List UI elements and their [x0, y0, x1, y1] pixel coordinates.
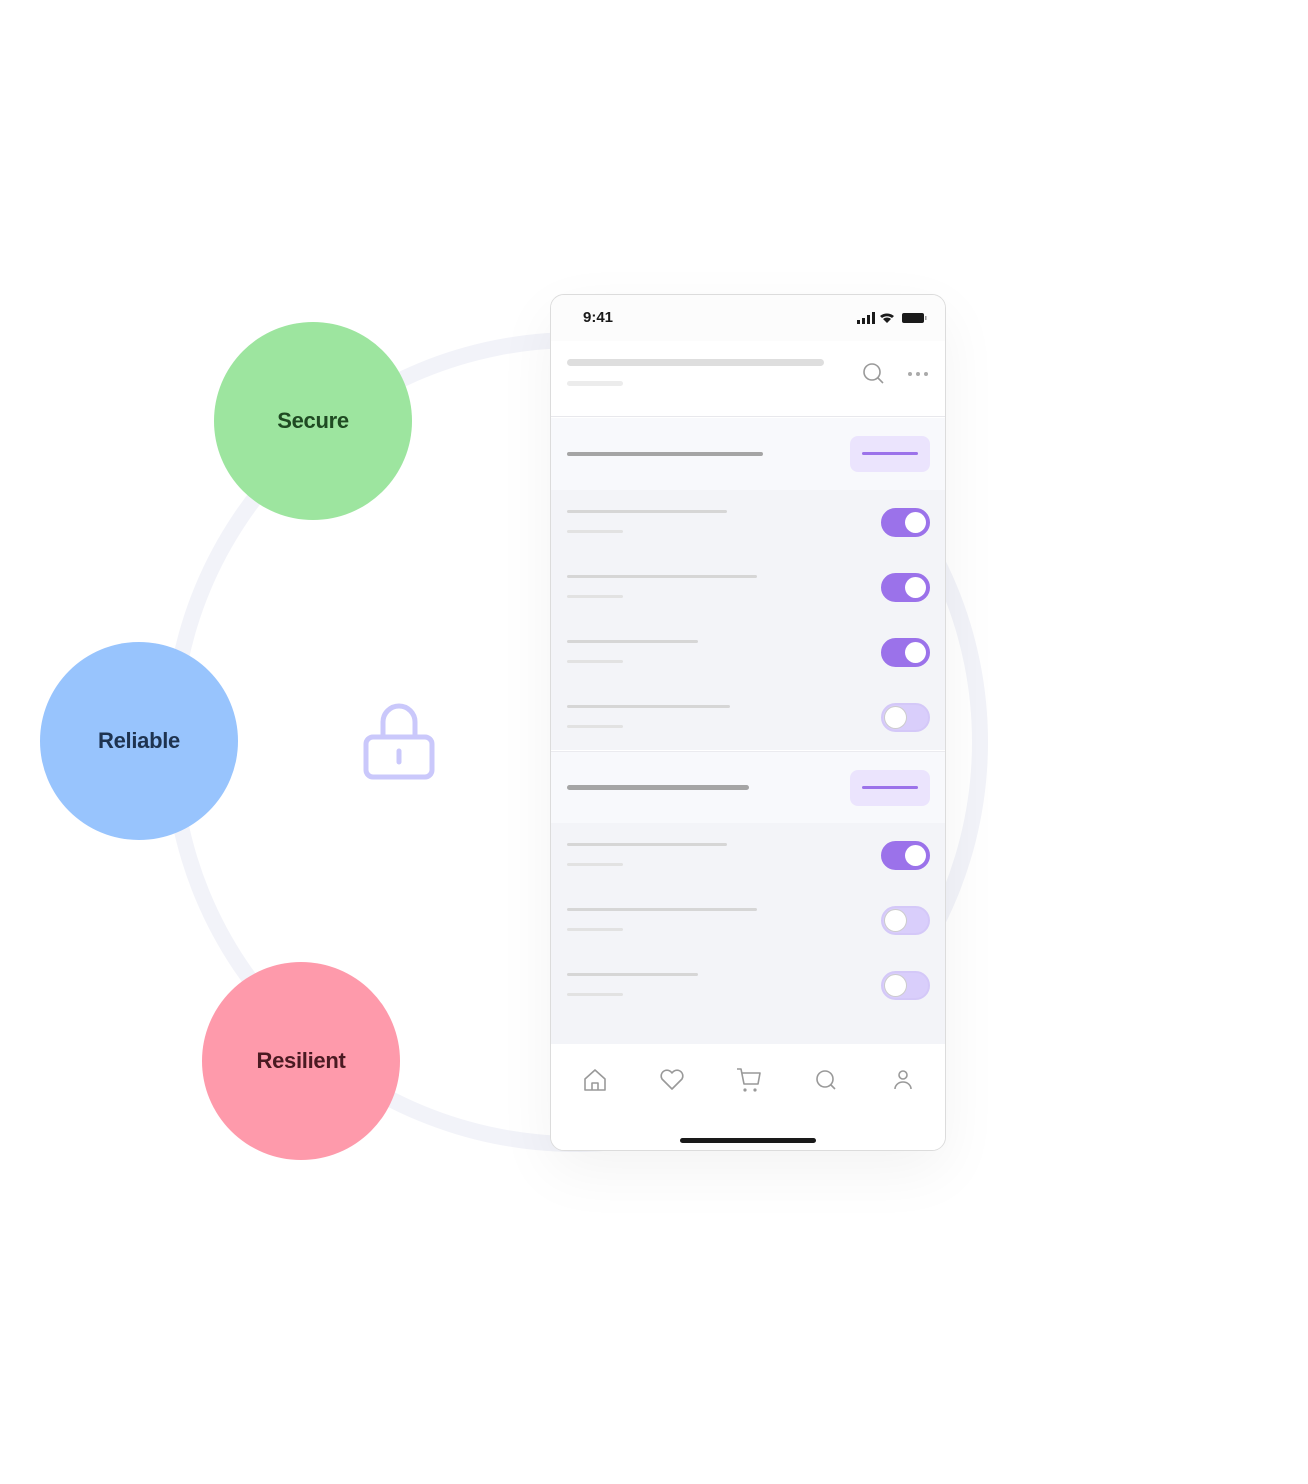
toggle-switch[interactable] — [881, 971, 930, 1000]
home-indicator[interactable] — [680, 1138, 816, 1143]
profile-icon[interactable] — [889, 1066, 917, 1094]
battery-icon — [902, 313, 924, 323]
wifi-icon — [880, 313, 894, 323]
phone-mockup: 9:41 — [550, 294, 946, 1151]
section-action-button[interactable] — [850, 770, 930, 806]
section-header-2 — [551, 751, 945, 823]
secure-label: Secure — [277, 408, 349, 433]
setting-row — [551, 555, 945, 620]
title-placeholder — [567, 359, 824, 366]
heart-icon[interactable] — [658, 1066, 686, 1094]
cart-icon[interactable] — [735, 1066, 763, 1094]
app-header — [551, 341, 945, 417]
setting-row — [551, 953, 945, 1018]
settings-list-2 — [551, 823, 945, 1044]
lock-icon — [363, 703, 435, 780]
section-title-placeholder — [567, 452, 763, 456]
reliable-label: Reliable — [98, 728, 180, 753]
reliable-bubble: Reliable — [40, 642, 238, 840]
toggle-switch[interactable] — [881, 573, 930, 602]
search-tab-icon[interactable] — [812, 1066, 840, 1094]
toggle-switch[interactable] — [881, 638, 930, 667]
tab-bar — [551, 1044, 945, 1150]
toggle-switch[interactable] — [881, 906, 930, 935]
setting-row — [551, 685, 945, 750]
setting-row — [551, 823, 945, 888]
subtitle-placeholder — [567, 381, 623, 386]
setting-row — [551, 888, 945, 953]
status-icons — [857, 312, 927, 324]
status-time: 9:41 — [583, 309, 614, 326]
setting-row — [551, 490, 945, 555]
resilient-label: Resilient — [256, 1048, 346, 1073]
section-action-button[interactable] — [850, 436, 930, 472]
resilient-bubble: Resilient — [202, 962, 400, 1160]
search-icon[interactable] — [862, 362, 886, 386]
toggle-switch[interactable] — [881, 508, 930, 537]
signal-icon — [857, 312, 875, 324]
status-bar: 9:41 — [551, 295, 945, 341]
home-icon[interactable] — [581, 1066, 609, 1094]
more-icon[interactable] — [907, 371, 929, 377]
toggle-switch[interactable] — [881, 841, 930, 870]
setting-row — [551, 620, 945, 685]
section-header-1 — [551, 418, 945, 490]
section-title-placeholder — [567, 785, 749, 790]
secure-bubble: Secure — [214, 322, 412, 520]
toggle-switch[interactable] — [881, 703, 930, 732]
settings-list-1 — [551, 490, 945, 750]
